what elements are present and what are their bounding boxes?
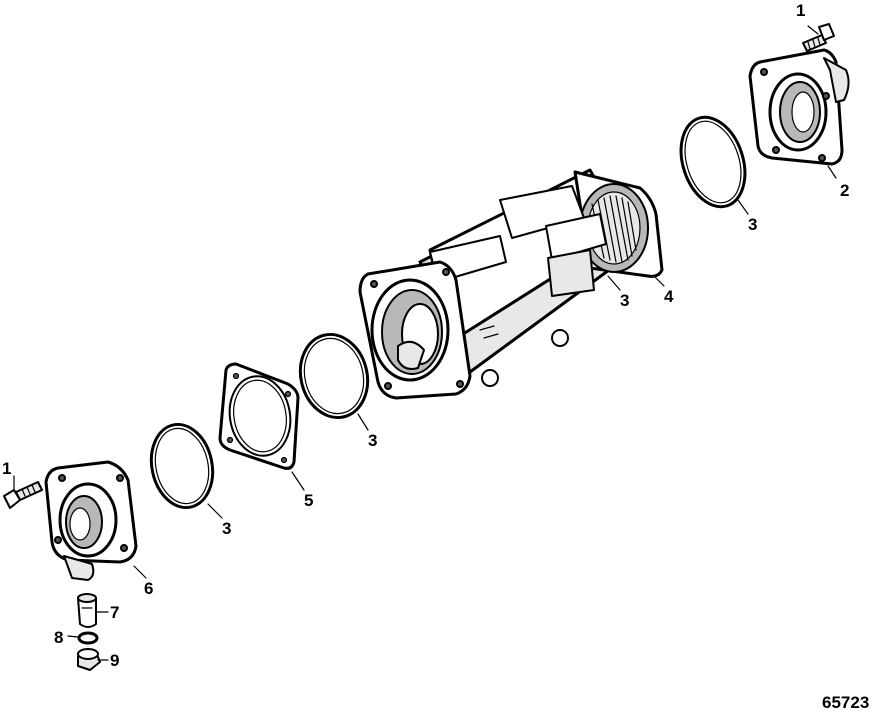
callout-heat-exchanger-body: 4 bbox=[664, 287, 674, 306]
callout-numbers: 1 2 3 3 4 3 5 3 1 6 7 8 9 bbox=[2, 1, 849, 670]
callout-end-cap-right: 2 bbox=[840, 181, 849, 200]
callout-gasket-left: 3 bbox=[222, 519, 231, 538]
bolt-left bbox=[3, 481, 43, 509]
fitting bbox=[77, 593, 97, 628]
callout-gasket-body: 3 bbox=[620, 291, 629, 310]
leader-lines bbox=[13, 25, 837, 661]
gasket-left bbox=[149, 422, 215, 510]
callout-gasket-right: 3 bbox=[748, 215, 757, 234]
end-cap-right bbox=[748, 48, 850, 166]
heat-exchanger-body bbox=[358, 168, 664, 400]
gasket-mid bbox=[298, 332, 370, 420]
callout-bolt-left: 1 bbox=[2, 459, 11, 478]
figure-number: 65723 bbox=[822, 693, 869, 712]
callout-gasket-plate: 5 bbox=[304, 491, 313, 510]
cap-nut bbox=[77, 648, 101, 671]
callout-cap-nut: 9 bbox=[110, 651, 119, 670]
callout-end-cap-left: 6 bbox=[144, 579, 153, 598]
gasket-right bbox=[679, 115, 747, 209]
gasket-plate bbox=[218, 362, 300, 470]
callout-bolt-top: 1 bbox=[796, 1, 805, 20]
callout-o-ring: 8 bbox=[54, 628, 63, 647]
o-ring bbox=[77, 631, 99, 645]
callout-fitting: 7 bbox=[110, 603, 119, 622]
end-cap-left bbox=[44, 460, 138, 581]
callout-gasket-mid: 3 bbox=[368, 431, 377, 450]
bolt-top bbox=[802, 23, 835, 52]
